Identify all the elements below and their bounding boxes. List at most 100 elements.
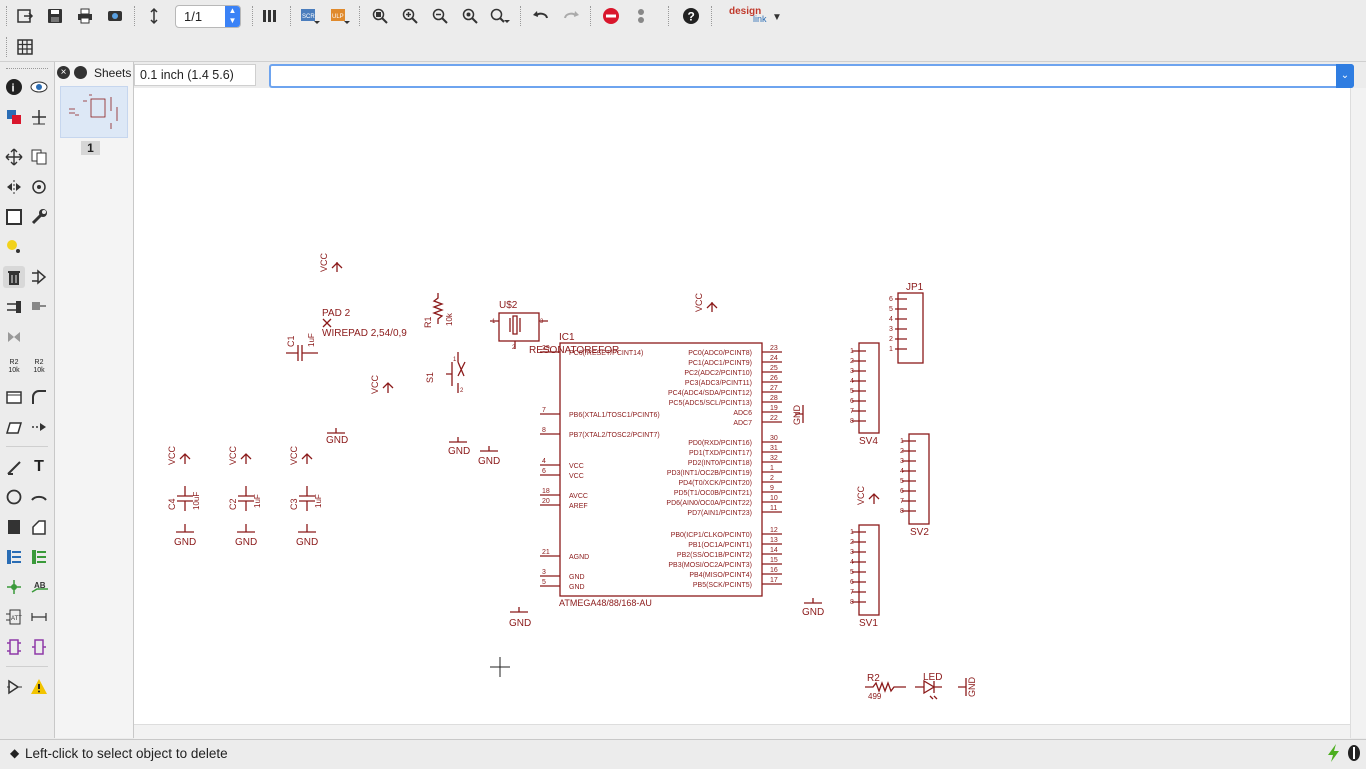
- resistor-r2[interactable]: [865, 681, 906, 693]
- sheet-number[interactable]: 1: [81, 141, 100, 155]
- restore-icon[interactable]: [74, 66, 87, 79]
- vertical-scrollbar[interactable]: [1350, 88, 1366, 738]
- undo-icon[interactable]: [530, 5, 552, 27]
- resonator-u2[interactable]: [490, 312, 548, 349]
- gnd-symbol[interactable]: [327, 428, 345, 434]
- script-icon[interactable]: SCR: [299, 5, 321, 27]
- group-icon[interactable]: [3, 206, 25, 228]
- capacitor-c3[interactable]: [299, 486, 315, 511]
- polygon-icon[interactable]: [28, 516, 50, 538]
- resistor-r1[interactable]: [432, 293, 444, 324]
- ic1-body[interactable]: [559, 342, 763, 597]
- vcc-symbol[interactable]: [382, 382, 394, 393]
- frame-icon[interactable]: [3, 636, 25, 658]
- gnd-symbol[interactable]: [510, 607, 528, 613]
- text-icon[interactable]: T: [28, 456, 50, 478]
- header-sv2[interactable]: [902, 433, 930, 525]
- zoom-in-icon[interactable]: [399, 5, 421, 27]
- gnd-symbol[interactable]: [449, 437, 467, 443]
- vcc-symbol[interactable]: [301, 453, 313, 464]
- header-jp1[interactable]: [895, 292, 924, 364]
- gnd-symbol[interactable]: [804, 598, 822, 604]
- schematic-canvas[interactable]: IC1 ATMEGA48/88/168-AU U$2 RESONATOREFOR…: [134, 88, 1350, 724]
- erc-icon[interactable]: [3, 676, 25, 698]
- open-icon[interactable]: [14, 5, 36, 27]
- add-icon[interactable]: [28, 266, 50, 288]
- mark-icon[interactable]: [28, 106, 50, 128]
- junction-icon[interactable]: [3, 576, 25, 598]
- stepper-icon[interactable]: ▲▼: [225, 6, 240, 27]
- go-icon[interactable]: [630, 5, 652, 27]
- led[interactable]: [915, 679, 942, 700]
- netbus-icon[interactable]: [28, 546, 50, 568]
- name-icon[interactable]: R2 10k: [3, 356, 25, 378]
- delete-icon[interactable]: [3, 266, 25, 288]
- vcc-symbol[interactable]: [331, 262, 343, 272]
- smash-icon[interactable]: [3, 386, 25, 408]
- pad2-symbol[interactable]: [322, 318, 332, 328]
- vcc-symbol[interactable]: [706, 302, 718, 312]
- bus-icon[interactable]: [3, 546, 25, 568]
- redo-icon[interactable]: [560, 5, 582, 27]
- help-icon[interactable]: ?: [680, 5, 702, 27]
- horizontal-scrollbar[interactable]: [134, 724, 1350, 739]
- dimension-icon[interactable]: [28, 606, 50, 628]
- capacitor-c1[interactable]: [286, 345, 318, 361]
- mirror-icon[interactable]: [3, 176, 25, 198]
- columns-icon[interactable]: [259, 5, 281, 27]
- pinswap-icon[interactable]: [3, 296, 25, 318]
- cam-icon[interactable]: [104, 5, 126, 27]
- zoom-fit-icon[interactable]: [369, 5, 391, 27]
- gnd-symbol[interactable]: [795, 405, 804, 423]
- optimize-icon[interactable]: [28, 416, 50, 438]
- vcc-symbol[interactable]: [240, 453, 252, 464]
- grid-icon[interactable]: [14, 36, 36, 58]
- copy-icon[interactable]: [28, 146, 50, 168]
- display-icon[interactable]: [3, 106, 25, 128]
- close-icon[interactable]: ×: [57, 66, 70, 79]
- sheet-icon[interactable]: [143, 5, 165, 27]
- ulp-icon[interactable]: ULP: [329, 5, 351, 27]
- switch-s1[interactable]: [446, 352, 466, 393]
- net-icon[interactable]: [3, 456, 25, 478]
- sheet-selector[interactable]: 1/1 ▲▼: [175, 5, 241, 28]
- capacitor-c4[interactable]: [177, 486, 193, 511]
- show-icon[interactable]: [28, 76, 50, 98]
- vcc-symbol[interactable]: [868, 493, 880, 504]
- circle-icon[interactable]: [3, 486, 25, 508]
- header-sv1[interactable]: [852, 524, 880, 616]
- arc-icon[interactable]: [28, 486, 50, 508]
- capacitor-c2[interactable]: [238, 486, 254, 511]
- stop-command-icon[interactable]: [1346, 743, 1362, 766]
- info-icon[interactable]: i: [3, 76, 25, 98]
- move-icon[interactable]: [3, 146, 25, 168]
- change-icon[interactable]: [28, 206, 50, 228]
- zoom-select-icon[interactable]: [489, 5, 511, 27]
- gateswap-icon[interactable]: [3, 326, 25, 348]
- sheet-thumbnail[interactable]: [60, 86, 128, 138]
- warning-icon[interactable]: [28, 676, 50, 698]
- gnd-symbol[interactable]: [480, 446, 498, 452]
- replace-icon[interactable]: [28, 296, 50, 318]
- split-icon[interactable]: [3, 416, 25, 438]
- command-input[interactable]: ⌄: [269, 64, 1354, 88]
- miter-icon[interactable]: [28, 386, 50, 408]
- zoom-out-icon[interactable]: [429, 5, 451, 27]
- value-icon[interactable]: R2 10k: [28, 356, 50, 378]
- stop-icon[interactable]: [600, 5, 622, 27]
- gnd-symbol[interactable]: [958, 678, 967, 696]
- gnd-symbol[interactable]: [298, 524, 316, 533]
- print-icon[interactable]: [74, 5, 96, 27]
- save-icon[interactable]: [44, 5, 66, 27]
- rect-icon[interactable]: [3, 516, 25, 538]
- label-icon[interactable]: AB: [28, 576, 50, 598]
- module-icon[interactable]: [28, 636, 50, 658]
- zoom-redraw-icon[interactable]: [459, 5, 481, 27]
- paste-icon[interactable]: [3, 236, 25, 258]
- gnd-symbol[interactable]: [237, 524, 255, 533]
- designlink-logo[interactable]: design link ▼: [726, 3, 784, 29]
- chevron-down-icon[interactable]: ⌄: [1336, 64, 1354, 88]
- vcc-symbol[interactable]: [179, 453, 191, 464]
- gnd-symbol[interactable]: [176, 524, 194, 533]
- schematic-drawing[interactable]: IC1 ATMEGA48/88/168-AU U$2 RESONATOREFOR…: [134, 88, 1350, 724]
